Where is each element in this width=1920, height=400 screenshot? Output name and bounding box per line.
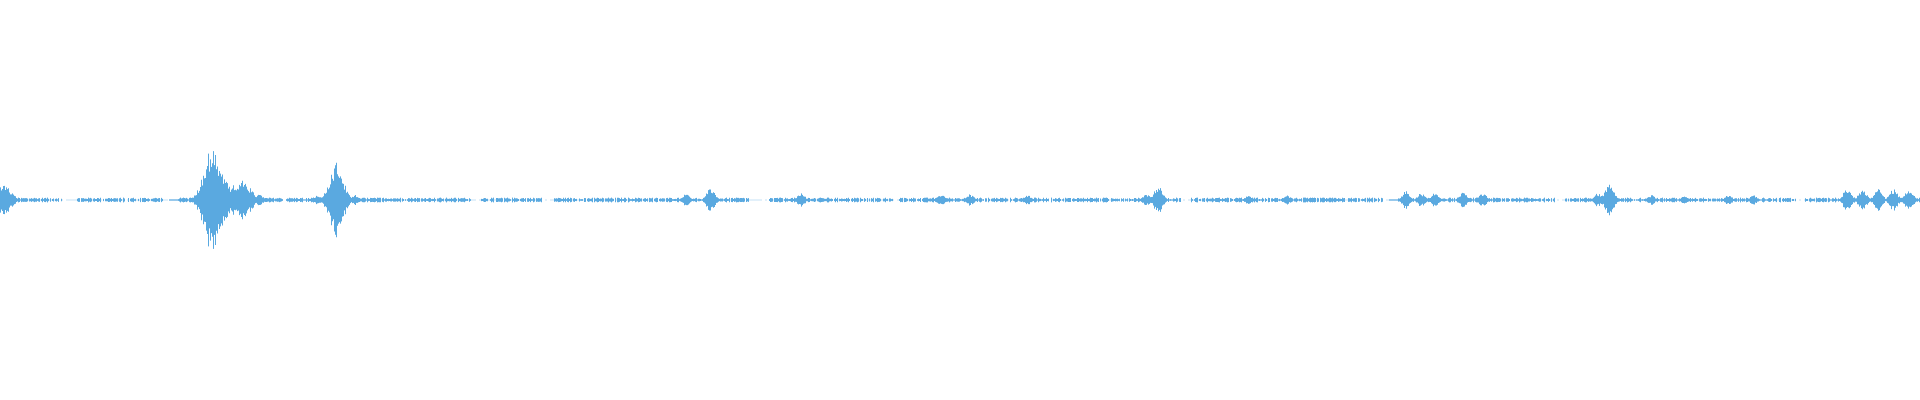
waveform-samples: [0, 151, 1920, 249]
waveform-trace: [0, 151, 1920, 249]
